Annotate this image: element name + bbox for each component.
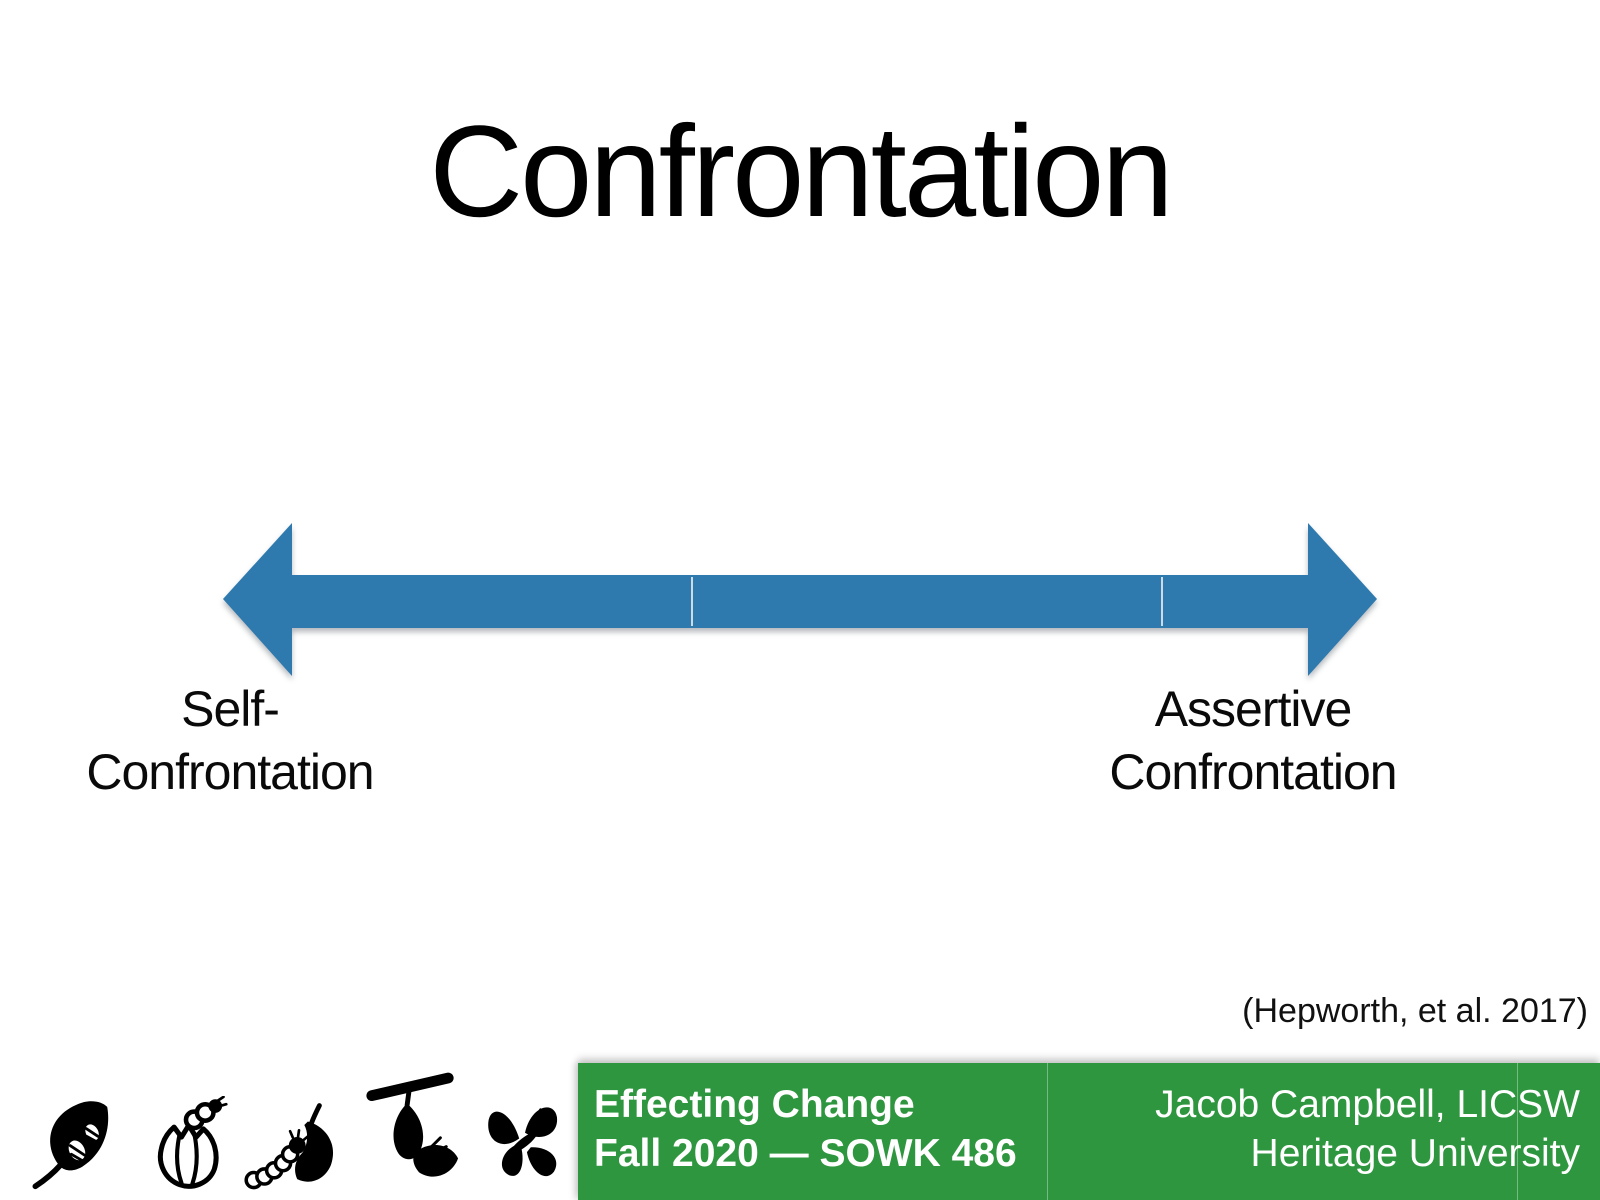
right-end-label-line2: Confrontation	[1109, 744, 1397, 800]
chrysalis-on-branch-icon	[362, 1064, 460, 1192]
footer-bar: Effecting Change Fall 2020 — SOWK 486 Ja…	[578, 1063, 1600, 1200]
left-end-label-line2: Confrontation	[86, 744, 374, 800]
caterpillar-eating-leaf-icon	[244, 1098, 346, 1192]
right-end-label: Assertive Confrontation	[1023, 678, 1483, 804]
citation-text: (Hepworth, et al. 2017)	[1242, 992, 1588, 1030]
footer-seam	[1047, 1063, 1048, 1200]
footer-institution: Heritage University	[1250, 1131, 1580, 1175]
hatching-egg-larva-icon	[144, 1096, 228, 1192]
butterfly-icon	[476, 1094, 574, 1186]
footer-course-title: Effecting Change	[594, 1082, 915, 1126]
right-end-label-line1: Assertive	[1154, 681, 1353, 737]
leaf-with-eggs-icon	[24, 1088, 128, 1192]
footer-course-term: Fall 2020 — SOWK 486	[594, 1131, 1017, 1175]
footer-author-block: Jacob Campbell, LICSW Heritage Universit…	[1155, 1080, 1580, 1178]
metamorphosis-icon-row	[24, 1064, 574, 1192]
left-end-label-line1: Self-	[181, 681, 280, 737]
page-title: Confrontation	[429, 98, 1174, 244]
footer-course-block: Effecting Change Fall 2020 — SOWK 486	[594, 1080, 1017, 1178]
left-end-label: Self- Confrontation	[0, 678, 460, 804]
footer-author: Jacob Campbell, LICSW	[1155, 1082, 1580, 1126]
double-arrow-shape	[223, 523, 1377, 676]
